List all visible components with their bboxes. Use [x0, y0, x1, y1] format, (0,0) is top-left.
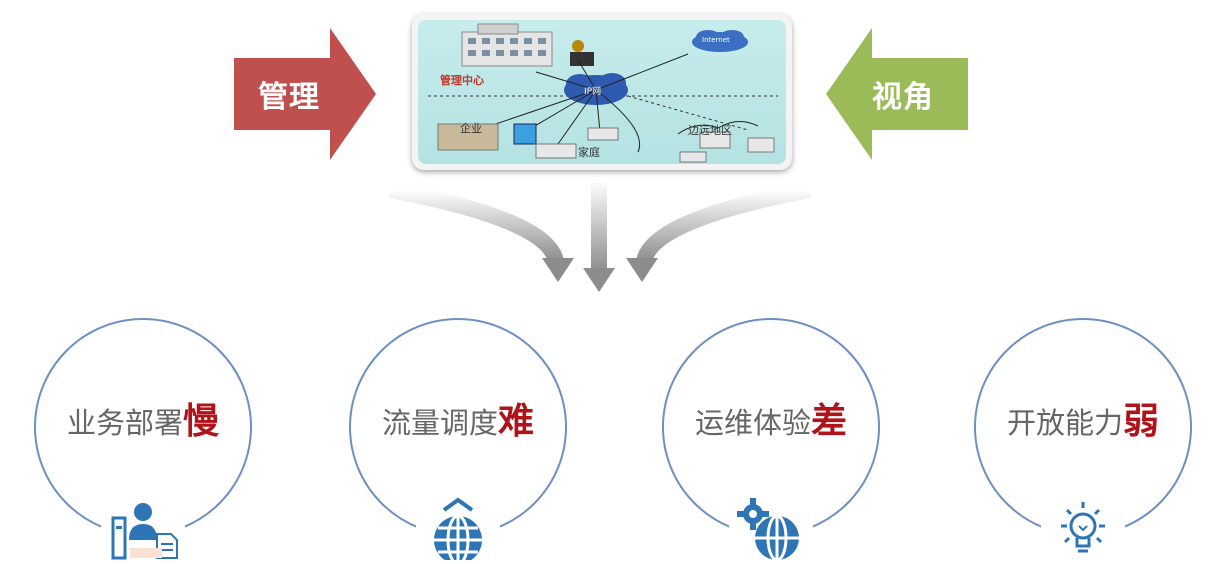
- perspective-label: 视角: [872, 80, 934, 115]
- problem-caption: 运维体验差: [664, 392, 878, 444]
- lightbulb-icon: [1041, 496, 1125, 560]
- internet-label: Internet: [702, 36, 730, 44]
- home-icon: [535, 127, 619, 159]
- gear-globe-icon: [729, 496, 813, 562]
- problem-text: 运维体验: [694, 406, 811, 440]
- problem-circle-deployment: 业务部署慢: [34, 318, 252, 560]
- accent-mark: [130, 548, 162, 558]
- enterprise-icon: [437, 123, 537, 151]
- perspective-arrow: 视角: [826, 28, 968, 160]
- problem-emphasis: 难: [498, 401, 535, 442]
- remote-terminal-icon: [679, 131, 775, 163]
- problem-circle-operations: 运维体验差: [662, 318, 880, 562]
- network-drawing: [428, 23, 778, 163]
- problem-caption: 业务部署慢: [36, 392, 250, 444]
- building-icon: [461, 23, 553, 67]
- network-diagram: 管理中心 IP网 Internet 企业 家庭 边远地区: [412, 14, 792, 170]
- ip-network-label: IP网: [584, 87, 602, 97]
- enterprise-label: 企业: [460, 122, 482, 135]
- home-label: 家庭: [578, 146, 600, 159]
- problem-circle-traffic: 流量调度难: [349, 318, 567, 564]
- problem-emphasis: 慢: [183, 401, 220, 442]
- left-arrow-shape: [826, 28, 968, 160]
- problem-text: 业务部署: [66, 406, 183, 440]
- administrator-icon: [570, 40, 594, 66]
- internet-cloud-icon: [692, 30, 748, 52]
- remote-area-label: 边远地区: [688, 124, 732, 137]
- management-label: 管理: [258, 80, 320, 115]
- problem-caption: 开放能力弱: [976, 392, 1190, 444]
- problem-emphasis: 弱: [1123, 401, 1160, 442]
- network-image: 管理中心 IP网 Internet 企业 家庭 边远地区: [418, 20, 786, 164]
- problem-circle-openness: 开放能力弱: [974, 318, 1192, 560]
- problem-emphasis: 差: [811, 401, 848, 442]
- problem-text: 开放能力: [1006, 406, 1123, 440]
- management-center-label: 管理中心: [440, 74, 484, 87]
- problem-text: 流量调度: [381, 406, 498, 440]
- problem-caption: 流量调度难: [351, 392, 565, 444]
- converging-arrows: [388, 180, 812, 292]
- management-arrow: 管理: [234, 28, 376, 160]
- globe-icon: [416, 496, 500, 564]
- right-arrow-shape: [234, 28, 376, 160]
